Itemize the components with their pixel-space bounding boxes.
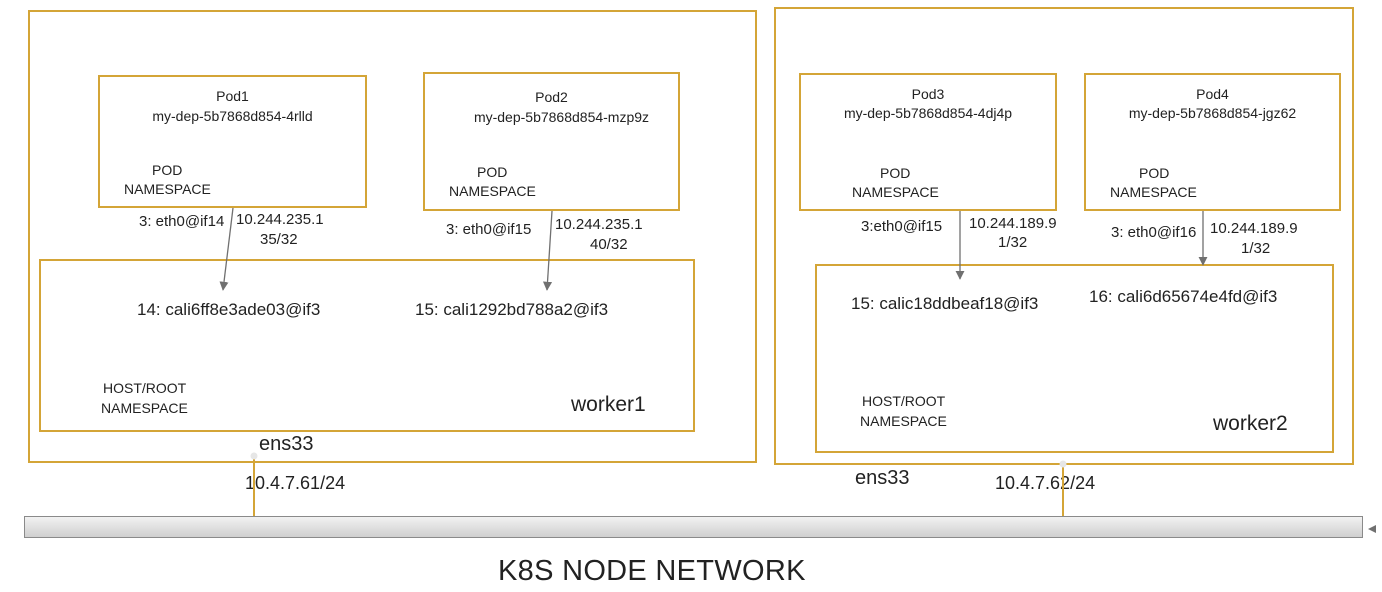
pod2-title: Pod2 xyxy=(535,89,568,105)
pod1-ip-line2: 35/32 xyxy=(260,231,298,248)
pod1-veth-arrow xyxy=(219,207,234,291)
network-bar-end-arrow xyxy=(1368,525,1376,533)
worker2-cali-iface-1: 15: calic18ddbeaf18@if3 xyxy=(851,294,1039,313)
pod3-name: my-dep-5b7868d854-4dj4p xyxy=(843,105,1013,121)
pod4-ns-label-line2: NAMESPACE xyxy=(1110,184,1197,200)
worker2-cali-iface-2: 16: cali6d65674e4fd@if3 xyxy=(1089,287,1278,306)
pod4-ns-label-line1: POD xyxy=(1139,165,1170,181)
worker1-cali-iface-1: 14: cali6ff8e3ade03@if3 xyxy=(137,300,321,319)
pod4-ip-line2: 1/32 xyxy=(1241,240,1271,257)
pod3-ip-line1: 10.244.189.9 xyxy=(969,215,1057,232)
worker2-label: worker2 xyxy=(1213,412,1288,435)
pod3-namespace-box: Pod3 my-dep-5b7868d854-4dj4p POD NAMESPA… xyxy=(799,73,1057,211)
worker2-nic-ip: 10.4.7.62/24 xyxy=(995,473,1096,493)
pod2-ip-line2: 40/32 xyxy=(590,236,628,253)
pod3-ns-label-line2: NAMESPACE xyxy=(852,184,939,200)
worker2-uplink-dot xyxy=(1059,460,1067,468)
pod1-ns-label-line2: NAMESPACE xyxy=(124,181,211,197)
pod1-eth0-label: 3: eth0@if14 xyxy=(139,213,225,230)
k8s-node-network-bar xyxy=(24,516,1363,538)
pod4-namespace-box: Pod4 my-dep-5b7868d854-jgz62 POD NAMESPA… xyxy=(1084,73,1341,211)
worker2-nic-label: ens33 xyxy=(855,467,910,489)
worker2-host-ns-line2: NAMESPACE xyxy=(860,413,947,429)
pod1-ns-label-line1: POD xyxy=(152,162,183,178)
pod1-title: Pod1 xyxy=(216,88,249,104)
pod2-ns-label-line2: NAMESPACE xyxy=(449,183,536,199)
pod2-ns-label-line1: POD xyxy=(477,164,508,180)
worker2-host-ns-line1: HOST/ROOT xyxy=(862,393,946,409)
worker1-cali-iface-2: 15: cali1292bd788a2@if3 xyxy=(415,300,609,319)
pod1-ip-line1: 10.244.235.1 xyxy=(236,211,324,228)
pod4-eth0-label: 3: eth0@if16 xyxy=(1111,224,1197,241)
pod3-ip-line2: 1/32 xyxy=(998,234,1028,251)
pod3-eth0-label: 3:eth0@if15 xyxy=(861,218,943,235)
worker1-nic-ip: 10.4.7.61/24 xyxy=(245,473,346,493)
pod4-ip-line1: 10.244.189.9 xyxy=(1210,220,1298,237)
worker1-node-box xyxy=(28,10,757,463)
worker2-host-namespace-box: 15: calic18ddbeaf18@if3 16: cali6d65674e… xyxy=(815,264,1334,453)
worker1-host-ns-line1: HOST/ROOT xyxy=(103,380,187,396)
pod2-eth0-label: 3: eth0@if15 xyxy=(446,221,532,238)
pod1-namespace-box: Pod1 my-dep-5b7868d854-4rlld POD NAMESPA… xyxy=(98,75,367,208)
pod4-name: my-dep-5b7868d854-jgz62 xyxy=(1128,105,1297,121)
pod2-namespace-box: Pod2 my-dep-5b7868d854-mzp9z POD NAMESPA… xyxy=(423,72,680,211)
worker1-host-ns-line2: NAMESPACE xyxy=(101,400,188,416)
pod2-name: my-dep-5b7868d854-mzp9z xyxy=(473,109,650,125)
pod4-title: Pod4 xyxy=(1196,86,1229,102)
pod2-veth-arrow xyxy=(542,210,553,291)
network-caption: K8S NODE NETWORK xyxy=(498,555,806,587)
pod1-name: my-dep-5b7868d854-4rlld xyxy=(152,108,313,124)
worker1-uplink-dot xyxy=(250,452,258,460)
worker1-host-namespace-box: 14: cali6ff8e3ade03@if3 15: cali1292bd78… xyxy=(39,259,695,432)
pod3-ns-label-line1: POD xyxy=(880,165,911,181)
worker1-label: worker1 xyxy=(571,393,646,416)
worker1-nic-label: ens33 xyxy=(259,433,314,455)
pod2-ip-line1: 10.244.235.1 xyxy=(555,216,643,233)
pod3-title: Pod3 xyxy=(911,86,945,102)
